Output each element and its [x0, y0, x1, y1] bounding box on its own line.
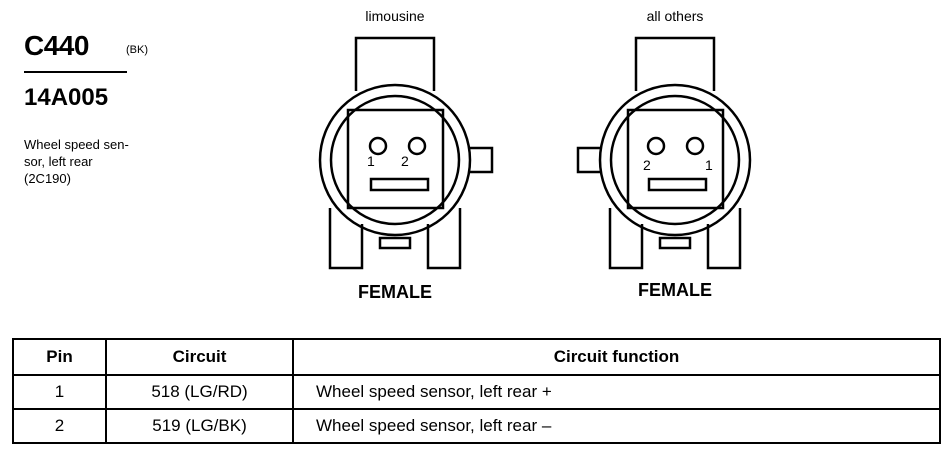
table-row: 1 518 (LG/RD) Wheel speed sensor, left r… — [12, 374, 941, 410]
cell-circuit: 519 (LG/BK) — [105, 408, 294, 444]
connector-face-all-others — [576, 36, 752, 270]
cell-circuit: 518 (LG/RD) — [105, 374, 294, 410]
pin-cavity-2 — [407, 136, 427, 156]
pin-label-right-all-others: 1 — [705, 157, 713, 173]
cell-function: Wheel speed sensor, left rear – — [292, 408, 941, 444]
column-header-circuit-function: Circuit function — [292, 338, 941, 376]
pin-label-right-limousine: 2 — [401, 153, 409, 169]
description-line: sor, left rear — [24, 154, 93, 169]
pin-label-left-all-others: 2 — [643, 157, 651, 173]
part-number: 14A005 — [24, 84, 109, 111]
connector-description: Wheel speed sen- sor, left rear (2C190) — [24, 136, 129, 187]
cell-pin: 2 — [12, 408, 107, 444]
gender-label-all-others: FEMALE — [638, 280, 712, 300]
pin-cavity-1 — [368, 136, 388, 156]
gender-label-limousine: FEMALE — [358, 282, 432, 302]
view-label-limousine: limousine — [365, 8, 425, 24]
cell-pin: 1 — [12, 374, 107, 410]
connector-diagrams: 1 2 2 1 — [318, 36, 752, 270]
table-header-row: Pin Circuit Circuit function — [12, 338, 941, 376]
connector-id: C440 — [24, 30, 89, 61]
table-row: 2 519 (LG/BK) Wheel speed sensor, left r… — [12, 408, 941, 444]
view-label-all-others: all others — [646, 8, 704, 24]
column-header-pin: Pin — [12, 338, 107, 376]
pin-cavity-1 — [685, 136, 705, 156]
column-header-circuit: Circuit — [105, 338, 294, 376]
title-underline — [24, 71, 127, 73]
connector-color-code: (BK) — [126, 44, 148, 56]
pin-cavity-2 — [646, 136, 666, 156]
pinout-table: Pin Circuit Circuit function 1 518 (LG/R… — [12, 338, 941, 444]
cell-function: Wheel speed sensor, left rear + — [292, 374, 941, 410]
description-line: (2C190) — [24, 171, 71, 186]
description-line: Wheel speed sen- — [24, 137, 129, 152]
keyway-slot — [369, 177, 430, 192]
keyway-slot — [647, 177, 708, 192]
pin-label-left-limousine: 1 — [367, 153, 375, 169]
connector-face-limousine — [318, 36, 494, 270]
